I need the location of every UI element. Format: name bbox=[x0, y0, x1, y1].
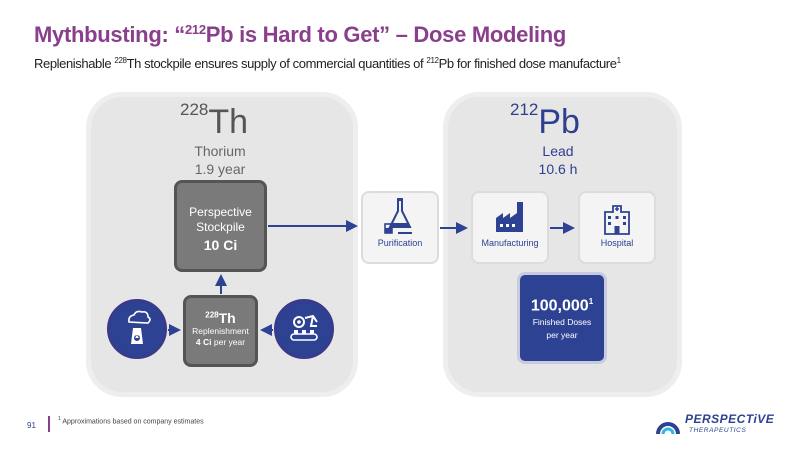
thorium-name: Thorium bbox=[194, 143, 246, 159]
replenishment-symbol: 228Th bbox=[205, 310, 236, 326]
replenishment-rate: 4 Ci per year bbox=[195, 337, 246, 347]
manufacturing-step: Manufacturing bbox=[471, 191, 549, 264]
lead-half-life: 10.6 h bbox=[538, 161, 578, 177]
manufacturing-label: Manufacturing bbox=[481, 238, 539, 248]
lead-name: Lead bbox=[542, 143, 574, 159]
footer-divider bbox=[48, 416, 50, 432]
robot-arm-icon bbox=[290, 314, 318, 341]
purification-step: Purification bbox=[361, 191, 439, 264]
hospital-icon bbox=[604, 205, 630, 235]
hospital-label: Hospital bbox=[600, 238, 634, 248]
logo-wordmark: PERSPECTiVE bbox=[685, 412, 775, 426]
stockpile-label-1: Perspective bbox=[189, 205, 252, 219]
hospital-step: Hospital bbox=[578, 191, 656, 264]
replenishment-box: 228Th Replenishment 4 Ci per year bbox=[183, 295, 258, 367]
factory-icon bbox=[496, 202, 523, 232]
purification-label: Purification bbox=[377, 238, 423, 248]
slide-title: Mythbusting: “212Pb is Hard to Get” – Do… bbox=[34, 22, 566, 47]
flask-icon bbox=[384, 198, 412, 234]
page-number: 91 bbox=[27, 421, 36, 430]
stockpile-label-2: Stockpile bbox=[196, 220, 245, 234]
doses-label-1: Finished Doses bbox=[532, 317, 592, 328]
nuclear-plant-circle bbox=[107, 299, 167, 359]
nuclear-plant-icon bbox=[128, 310, 151, 344]
replenishment-label: Replenishment bbox=[192, 326, 249, 336]
logo-subtitle: THERAPEUTICS bbox=[689, 427, 747, 434]
doses-value: 100,0001 bbox=[530, 297, 594, 315]
footnote: 1 Approximations based on company estima… bbox=[58, 416, 204, 426]
stockpile-amount: 10 Ci bbox=[203, 237, 238, 253]
thorium-half-life: 1.9 year bbox=[194, 161, 246, 177]
thorium-symbol: 228Th bbox=[180, 100, 249, 141]
company-logo: PERSPECTiVE THERAPEUTICS bbox=[655, 410, 775, 440]
doses-label-2: per year bbox=[546, 330, 578, 341]
robot-arm-circle bbox=[274, 299, 334, 359]
lead-symbol: 212Pb bbox=[510, 100, 580, 141]
logo-icon bbox=[656, 422, 680, 435]
finished-doses-box: 100,0001 Finished Doses per year bbox=[517, 272, 607, 364]
slide-subtitle: Replenishable 228Th stockpile ensures su… bbox=[34, 56, 621, 71]
